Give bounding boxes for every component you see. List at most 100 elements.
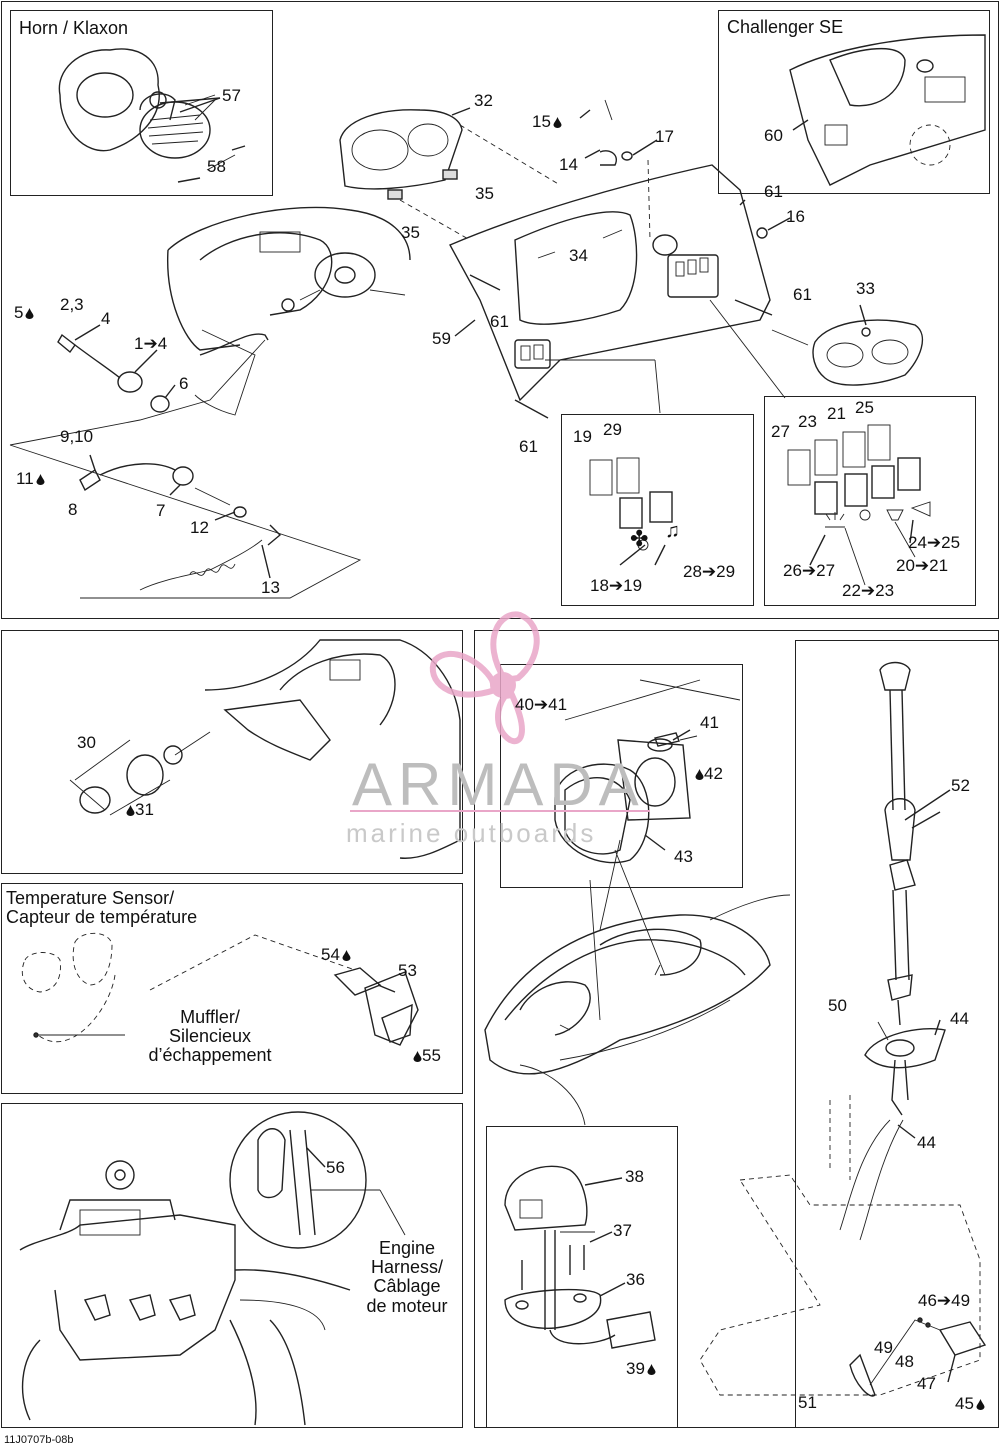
oil-drop-icon <box>413 1051 422 1062</box>
callout-11: 11 <box>16 470 45 488</box>
switch-groups-illustration <box>589 424 931 586</box>
horn-illustration <box>58 48 246 183</box>
callout-61-a: 61 <box>764 182 783 201</box>
callout-41: 41 <box>700 713 719 732</box>
temperature-illustration <box>21 932 419 1046</box>
dash-plate-illustration <box>449 99 786 419</box>
callout-5: 5 <box>14 304 34 322</box>
light-panel <box>486 1126 678 1428</box>
leader-lines <box>74 97 956 1383</box>
callout-19: 19 <box>573 427 592 446</box>
drain-illustration <box>554 679 741 864</box>
callout-13: 13 <box>261 578 280 597</box>
boat-illustration <box>484 839 791 1126</box>
callout-31: 31 <box>124 801 154 819</box>
callout-53: 53 <box>398 961 417 980</box>
muffler-label-1: Muffler/ <box>180 1007 240 1027</box>
callout-56: 56 <box>326 1158 345 1177</box>
callout-32: 32 <box>474 91 493 110</box>
callout-22-to-23: 22➔23 <box>842 581 895 600</box>
callout-2-3: 2,3 <box>60 295 84 314</box>
watermark-rule <box>350 810 650 812</box>
callout-9-10: 9,10 <box>60 427 94 446</box>
callout-59: 59 <box>432 329 451 348</box>
socket-panel <box>1 630 463 874</box>
callout-61-b: 61 <box>793 285 812 304</box>
callout-46-to-49: 46➔49 <box>918 1291 971 1310</box>
callout-23: 23 <box>798 412 817 431</box>
callout-40-to-41: 40➔41 <box>515 695 568 714</box>
callout-48: 48 <box>895 1352 914 1371</box>
callout-42: 42 <box>693 765 723 783</box>
oil-drop-icon <box>695 769 704 780</box>
switch-group-right-panel <box>764 396 976 606</box>
callout-8: 8 <box>68 500 78 519</box>
callout-30: 30 <box>77 733 96 752</box>
temperature-title-1: Temperature Sensor/ <box>6 888 175 908</box>
callout-58: 58 <box>207 157 226 176</box>
muffler-label-2: Silencieux <box>168 1026 252 1046</box>
muffler-label-3: d’échappement <box>148 1045 272 1065</box>
callout-39: 39 <box>626 1360 656 1378</box>
callout-52: 52 <box>951 776 970 795</box>
mast-illustration <box>699 661 987 1397</box>
cup-holder-illustration <box>771 319 924 386</box>
music-icon: ♫ <box>665 520 680 542</box>
callout-35-bottom: 35 <box>401 223 420 242</box>
callout-51: 51 <box>798 1393 817 1412</box>
callout-38: 38 <box>625 1167 644 1186</box>
callout-20-to-21: 20➔21 <box>896 556 949 575</box>
callout-21: 21 <box>827 404 846 423</box>
callout-57: 57 <box>222 86 241 105</box>
callout-45: 45 <box>955 1395 985 1413</box>
engine-illustration <box>19 1111 406 1426</box>
callout-28-to-29: 28➔29 <box>683 562 736 581</box>
oil-drop-icon <box>126 805 135 816</box>
callout-33: 33 <box>856 279 875 298</box>
oil-drop-icon <box>25 308 34 319</box>
callout-7: 7 <box>156 501 166 520</box>
challenger-title: Challenger SE <box>727 17 844 37</box>
engine-panel <box>1 1103 463 1428</box>
callout-37: 37 <box>613 1221 632 1240</box>
watermark-tagline: marine outboards <box>346 818 597 848</box>
gauge-illustration <box>339 109 561 241</box>
callout-47: 47 <box>917 1374 936 1393</box>
reference-code: 11J0707b-08b <box>4 1434 74 1446</box>
callout-17: 17 <box>655 127 674 146</box>
callout-16: 16 <box>786 207 805 226</box>
callout-27: 27 <box>771 422 790 441</box>
callout-35-top: 35 <box>475 184 494 203</box>
engine-label-3: Câblage <box>373 1276 441 1296</box>
engine-label-1: Engine <box>378 1238 436 1258</box>
temperature-title-2: Capteur de température <box>6 907 198 927</box>
callout-24-to-25: 24➔25 <box>908 533 961 552</box>
socket-illustration <box>69 639 461 859</box>
engine-label-2: Harness/ <box>370 1257 444 1277</box>
callout-49: 49 <box>874 1338 893 1357</box>
callout-60: 60 <box>764 126 783 145</box>
callout-44-top: 44 <box>950 1009 969 1028</box>
callout-6: 6 <box>179 374 189 393</box>
callout-15: 15 <box>532 113 562 131</box>
callout-43: 43 <box>674 847 693 866</box>
fan-icon: ✤ <box>630 526 649 551</box>
callout-12: 12 <box>190 518 209 537</box>
oil-drop-icon <box>36 474 45 485</box>
oil-drop-icon <box>342 950 351 961</box>
callout-54: 54 <box>321 946 351 964</box>
challenger-illustration <box>789 34 986 186</box>
horn-title: Horn / Klaxon <box>19 18 129 38</box>
callout-4: 4 <box>101 309 111 328</box>
callout-36: 36 <box>626 1270 645 1289</box>
key-switch-illustration <box>9 333 266 446</box>
lanyard-illustration <box>9 444 362 599</box>
console-illustration <box>167 206 411 416</box>
watermark-brand: ARMADA <box>352 751 645 818</box>
engine-label-4: de moteur <box>366 1296 448 1316</box>
callout-25: 25 <box>855 398 874 417</box>
callout-55: 55 <box>411 1047 441 1065</box>
callout-29: 29 <box>603 420 622 439</box>
callout-61-d: 61 <box>519 437 538 456</box>
